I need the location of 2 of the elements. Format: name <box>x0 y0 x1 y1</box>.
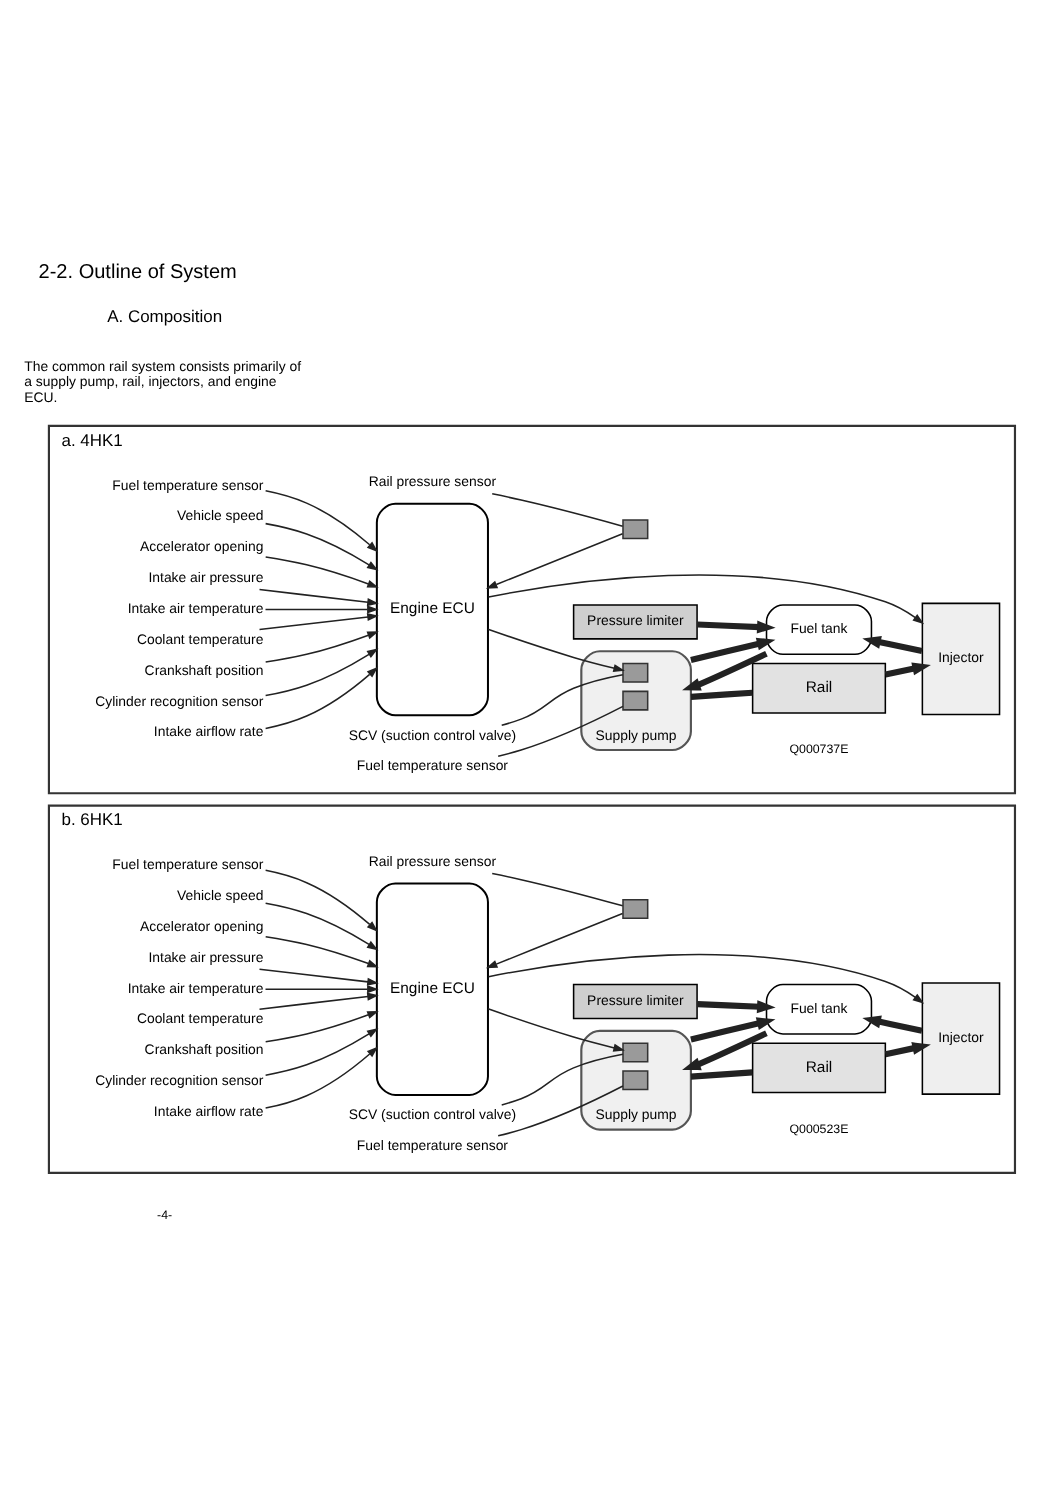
label: A. Composition <box>107 305 223 326</box>
diagram-title: 2-2. Outline of System <box>38 261 237 284</box>
